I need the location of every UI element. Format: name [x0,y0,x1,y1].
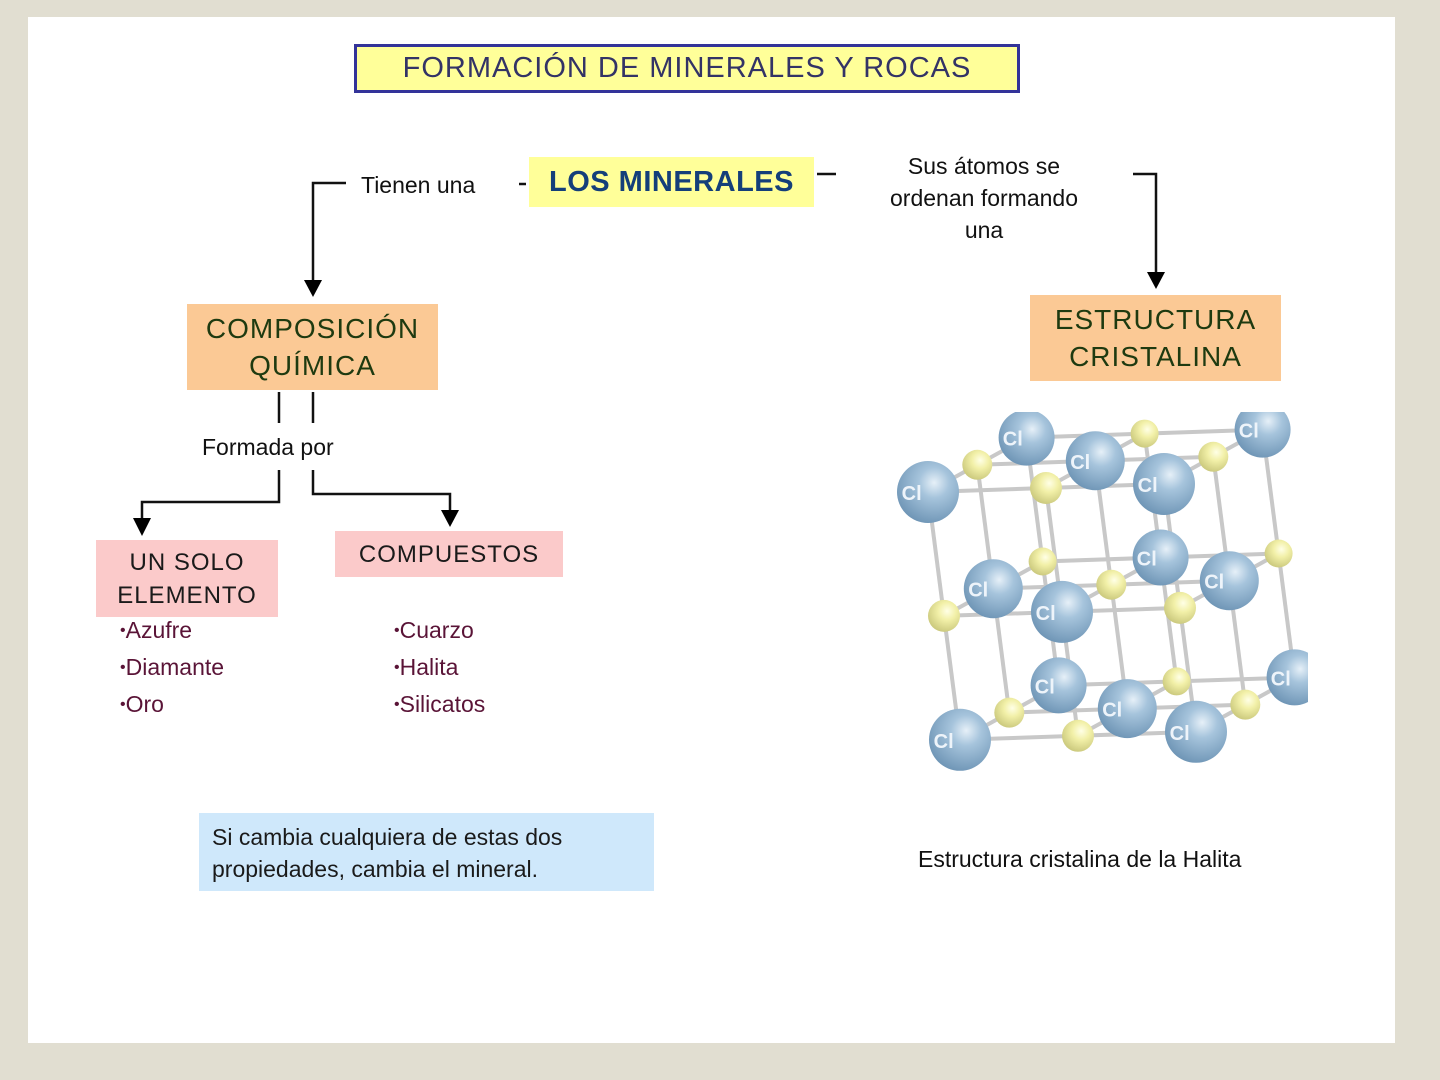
link-label-formada-por: Formada por [202,434,334,460]
link-label-line: ordenan formando [890,185,1078,211]
atom-label: Cl [1170,723,1190,745]
chlorine-atom: Cl [1266,649,1308,706]
sub-concept-line: UN SOLO [129,548,245,576]
sodium-atom [1096,569,1127,600]
chlorine-atom: Cl [1097,679,1157,739]
concept-composicion-quimica: COMPOSICIÓN QUÍMICA [187,304,438,390]
sodium-atom [1162,667,1191,696]
sodium-atom [1030,472,1062,504]
link-label-line: Sus átomos se [907,153,1061,179]
chlorine-atom: Cl [1165,700,1227,763]
sodium-atom [1164,591,1196,624]
atom-label: Cl [934,731,954,753]
atom-label: Cl [1204,572,1224,594]
root-concept-minerales: LOS MINERALES [529,157,814,207]
chlorine-atom: Cl [1065,431,1125,491]
atom-label: Cl [1137,549,1157,571]
link-label-tienen-una: Tienen una [361,172,476,198]
sodium-atom [962,449,993,480]
sodium-atom [1230,689,1261,720]
atom-label: Cl [1003,429,1023,451]
chlorine-atom: Cl [1031,580,1093,643]
atom-label: Cl [1271,668,1291,690]
chlorine-atom: Cl [1199,551,1259,611]
slide-title: FORMACIÓN DE MINERALES Y ROCAS [354,44,1020,93]
example-item: Cuarzo [394,612,485,649]
sodium-atom [1028,547,1057,576]
link-label-atomos: Sus átomos se ordenan formando una [860,150,1108,246]
sub-concept-compuestos: COMPUESTOS [335,531,563,577]
sodium-atom [1062,719,1094,752]
atom-label: Cl [1036,603,1056,625]
atom-label: Cl [1102,700,1122,722]
chlorine-atom: Cl [963,559,1023,619]
chlorine-atom: Cl [897,461,959,523]
sodium-atom [1198,441,1229,472]
chlorine-atom: Cl [1030,657,1087,714]
compound-examples: Cuarzo Halita Silicatos [394,612,486,723]
chlorine-atom: Cl [929,708,991,771]
concept-line: QUÍMICA [249,350,376,381]
note-line: propiedades, cambia el mineral. [212,856,539,882]
single-element-examples: Azufre Diamante Oro [120,612,224,723]
example-item: Silicatos [394,686,486,723]
atom-label: Cl [968,580,988,602]
atom-label: Cl [902,483,922,505]
atom-label: Cl [1035,676,1055,698]
sodium-atom [994,697,1025,728]
example-item: Halita [394,649,485,686]
atom-label: Cl [1070,452,1090,474]
crystal-caption: Estructura cristalina de la Halita [918,846,1242,872]
chlorine-atom: Cl [1133,453,1195,515]
concept-line: COMPOSICIÓN [205,313,420,344]
atom-label: Cl [1239,421,1259,443]
sub-concept-line: ELEMENTO [117,581,257,609]
sodium-atom [1264,539,1293,568]
note-line: Si cambia cualquiera de estas dos [212,824,563,850]
example-item: Diamante [120,649,224,686]
example-item: Oro [120,686,224,723]
atom-label: Cl [1138,475,1158,497]
concept-estructura-cristalina: ESTRUCTURA CRISTALINA [1030,295,1281,381]
concept-line: CRISTALINA [1069,341,1242,372]
chlorine-atom: Cl [1234,412,1291,458]
link-label-line: una [964,217,1004,243]
note-box: Si cambia cualquiera de estas dos propie… [199,813,654,891]
chlorine-atom: Cl [998,412,1055,466]
sub-concept-un-solo-elemento: UN SOLO ELEMENTO [96,540,278,617]
example-item: Azufre [120,612,224,649]
sodium-atom [1130,419,1159,448]
sodium-atom [928,599,960,632]
chlorine-atom: Cl [1132,529,1189,586]
concept-line: ESTRUCTURA [1054,304,1257,335]
